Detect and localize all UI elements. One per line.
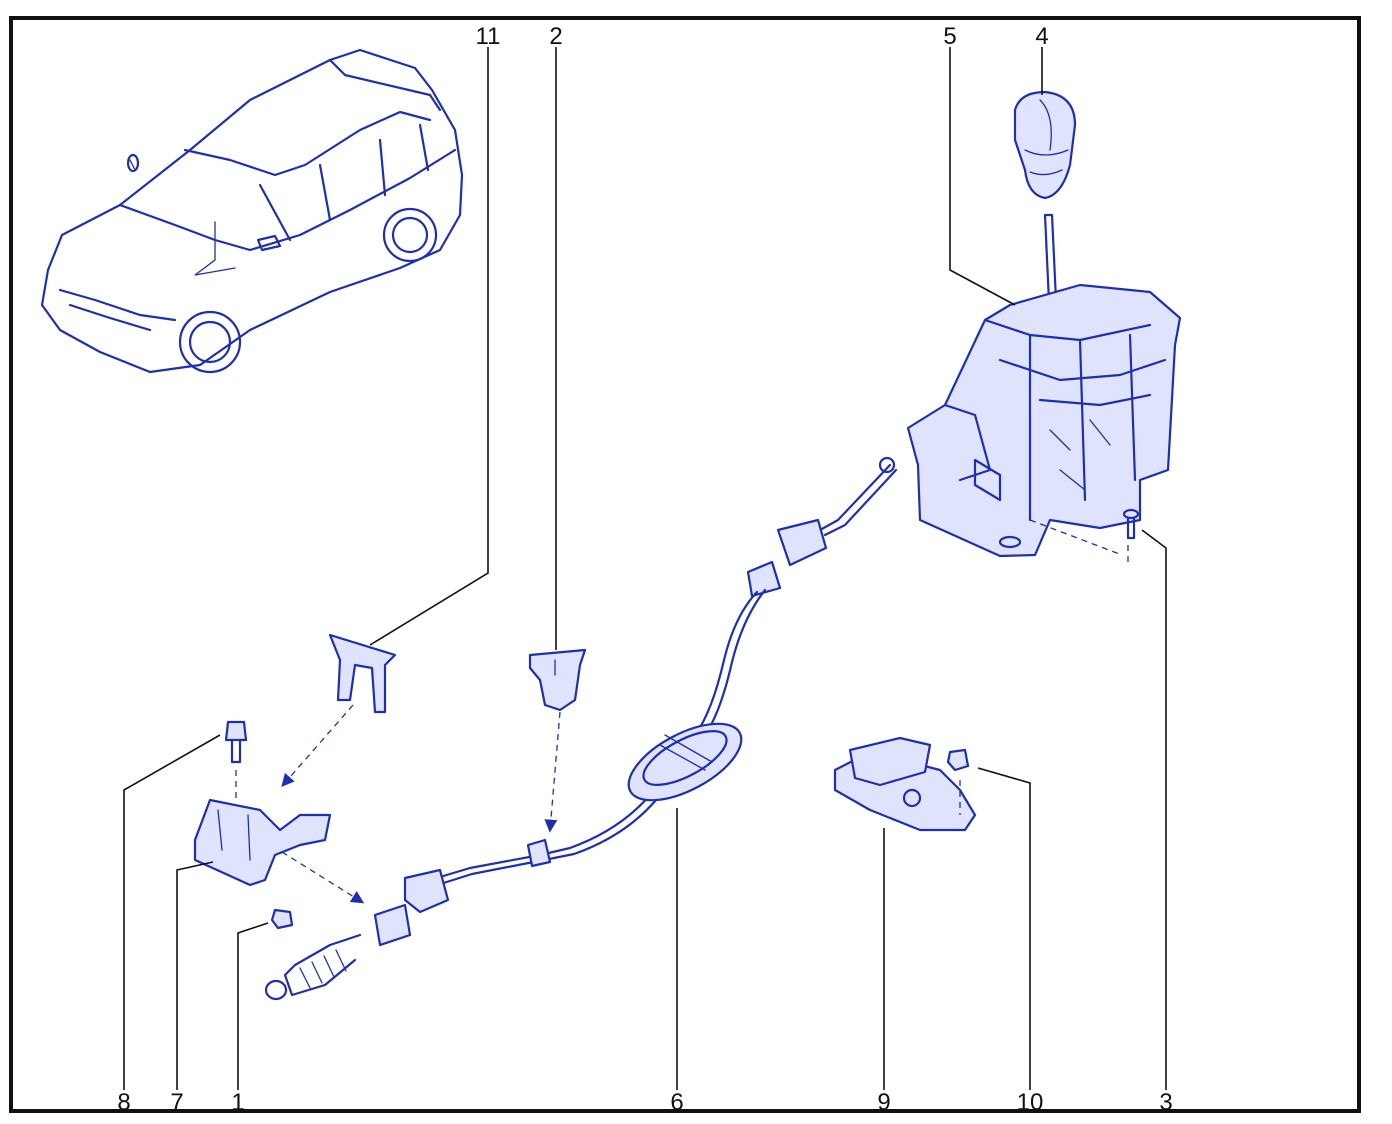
callout-10: 10 <box>1017 1089 1044 1116</box>
callout-7: 7 <box>170 1089 183 1116</box>
grommet-part-6 <box>627 722 743 802</box>
clip-part-11 <box>281 633 397 787</box>
bracket-part-7 <box>193 798 365 904</box>
screw-part-3 <box>1029 508 1140 565</box>
callout-2: 2 <box>549 23 562 50</box>
callout-9: 9 <box>877 1089 890 1116</box>
clip-part-2 <box>528 648 587 833</box>
bolt-part-8 <box>224 720 248 800</box>
callout-5: 5 <box>943 23 956 50</box>
callout-labels: 11 2 5 4 8 7 1 6 9 10 3 <box>117 23 1172 1116</box>
callout-8: 8 <box>117 1089 130 1116</box>
callout-3: 3 <box>1159 1089 1172 1116</box>
diagram-frame <box>9 16 1361 1113</box>
callout-11: 11 <box>476 23 501 50</box>
gear-knob-part-4 <box>1013 90 1077 200</box>
callout-6: 6 <box>670 1089 683 1116</box>
shifter-assembly-part-5 <box>906 213 1182 558</box>
nut-part-1 <box>270 908 294 930</box>
callout-1: 1 <box>231 1089 244 1116</box>
callout-4: 4 <box>1035 23 1048 50</box>
sensor-bracket-part-9 <box>833 736 977 832</box>
nut-part-10 <box>946 748 970 772</box>
vehicle-illustration <box>40 48 464 374</box>
leader-lines <box>123 47 1167 1090</box>
shift-cable <box>264 456 898 1001</box>
